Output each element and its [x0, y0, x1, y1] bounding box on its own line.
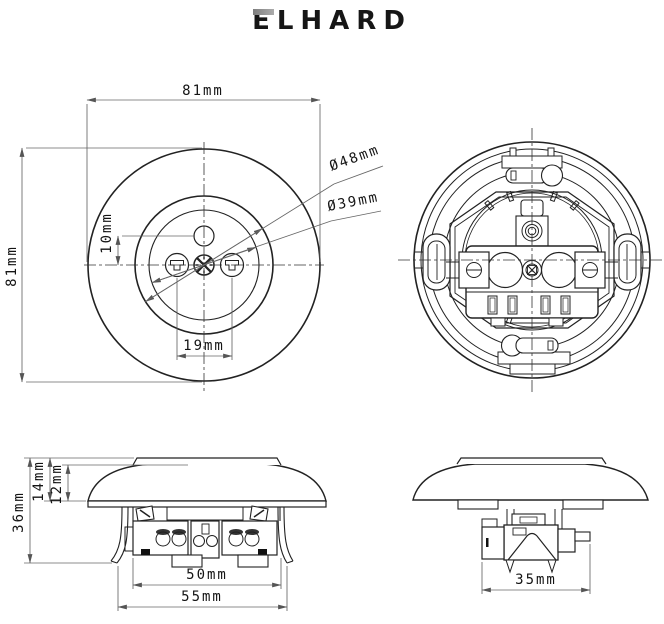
side-dome-cover — [87, 463, 327, 502]
side-right-claw — [277, 506, 294, 564]
dim-cover-depth: 14mm — [31, 460, 47, 502]
dim-mechanism-depth: 35mm — [515, 572, 557, 588]
back-centerlines — [398, 128, 664, 394]
side-base-plate — [87, 500, 327, 508]
back-right-terminal-screw — [574, 251, 618, 289]
dim-pin-spacing: 19mm — [183, 338, 225, 354]
brand-logo: ELHARD — [0, 6, 664, 36]
side2-spring-claw — [507, 532, 557, 561]
side-view-rotated: 35mm — [412, 457, 649, 594]
side-dimension-labels: 36mm 14mm 12mm 50mm 55mm — [11, 460, 228, 605]
back-bottom-keyhole-slot — [500, 334, 559, 357]
back-vent-slots — [487, 295, 571, 315]
back-top-keyhole-slot — [505, 164, 564, 187]
side-dimensions — [24, 457, 288, 611]
side2-dimensions — [481, 544, 591, 594]
side-right-screw-head — [249, 505, 269, 522]
side-top-disc — [132, 457, 282, 466]
side-left-claw — [110, 506, 129, 564]
side2-dome-cover — [412, 463, 649, 501]
front-dimensions — [19, 97, 384, 383]
dim-total-depth: 36mm — [11, 491, 27, 533]
side-left-screw-head — [135, 505, 155, 522]
back-right-claw — [613, 233, 650, 291]
brand-logo-rest: LHARD — [276, 6, 412, 36]
side-view: 36mm 14mm 12mm 50mm 55mm — [11, 457, 327, 611]
brand-logo-letter-e: E — [252, 6, 277, 36]
dim-dome-depth: 12mm — [49, 463, 65, 505]
dim-front-height: 81mm — [4, 245, 20, 287]
back-left-claw — [414, 233, 451, 291]
dim-inner-diameter: Ø39mm — [326, 189, 380, 215]
back-view — [398, 128, 664, 394]
side-right-terminal-block — [221, 520, 278, 556]
dim-claw-span-width: 55mm — [181, 589, 223, 605]
front-dimension-labels: 81mm 81mm 10mm 19mm Ø48mm Ø39mm — [4, 83, 382, 354]
front-view: 81mm 81mm 10mm 19mm Ø48mm Ø39mm — [4, 83, 384, 392]
back-left-terminal-screw — [446, 251, 490, 289]
side2-top-disc — [456, 457, 607, 465]
side-center-block — [190, 520, 220, 559]
dim-front-width: 81mm — [182, 83, 224, 99]
front-centerlines — [84, 142, 324, 392]
dim-top-hole-offset: 10mm — [99, 212, 115, 254]
dim-mechanism-width: 50mm — [186, 567, 228, 583]
